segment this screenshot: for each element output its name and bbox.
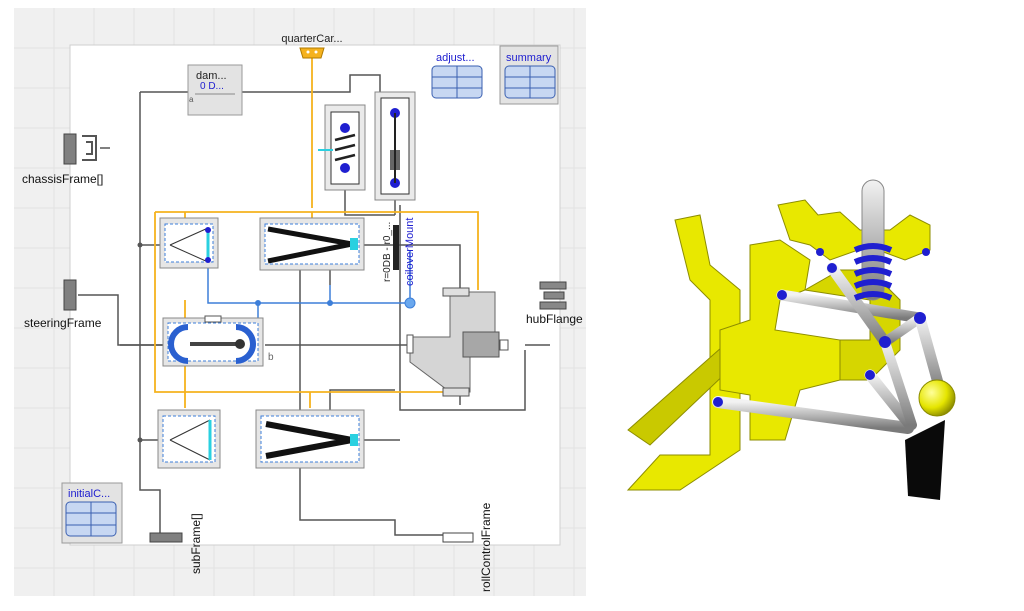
lower-wishbone-block[interactable] <box>256 410 364 468</box>
steering-frame-label: steeringFrame <box>24 316 102 330</box>
lower-joint-block[interactable] <box>158 410 220 468</box>
coilover-params: r=0DB - r0_... <box>382 222 393 282</box>
upper-joint-block[interactable] <box>160 218 218 268</box>
adjust-label: adjust... <box>436 52 475 64</box>
schematic-canvas: quarterCar... dam... 0 D... a adjust... … <box>0 0 590 606</box>
damper-block[interactable]: dam... 0 D... a <box>188 65 242 115</box>
initial-conditions-block[interactable]: initialC... <box>62 483 122 543</box>
hub-ball-render <box>919 380 955 416</box>
upper-wishbone-block[interactable] <box>260 218 364 270</box>
svg-text:a: a <box>189 95 194 104</box>
summary-label: summary <box>506 52 552 64</box>
render-canvas <box>600 0 1024 606</box>
chassis-frame-label: chassisFrame[] <box>22 172 103 186</box>
steering-joint-block[interactable]: b <box>163 316 274 366</box>
damper-value: 0 D... <box>200 81 224 92</box>
svg-text:b: b <box>268 352 274 363</box>
suspension-3d-render <box>600 0 1024 606</box>
roll-control-frame-label: rollControlFrame <box>479 502 493 592</box>
coilover-mount-label: coiloverMount <box>404 218 416 286</box>
hub-flange-label: hubFlange <box>526 312 583 326</box>
quarter-car-label: quarterCar... <box>281 33 342 45</box>
suspension-schematic: quarterCar... dam... 0 D... a adjust... … <box>0 0 590 606</box>
adjust-block[interactable]: adjust... <box>432 52 482 98</box>
initial-conditions-label: initialC... <box>68 488 110 500</box>
summary-block[interactable]: summary <box>500 46 558 104</box>
sub-frame-label: subFrame[] <box>189 513 203 574</box>
